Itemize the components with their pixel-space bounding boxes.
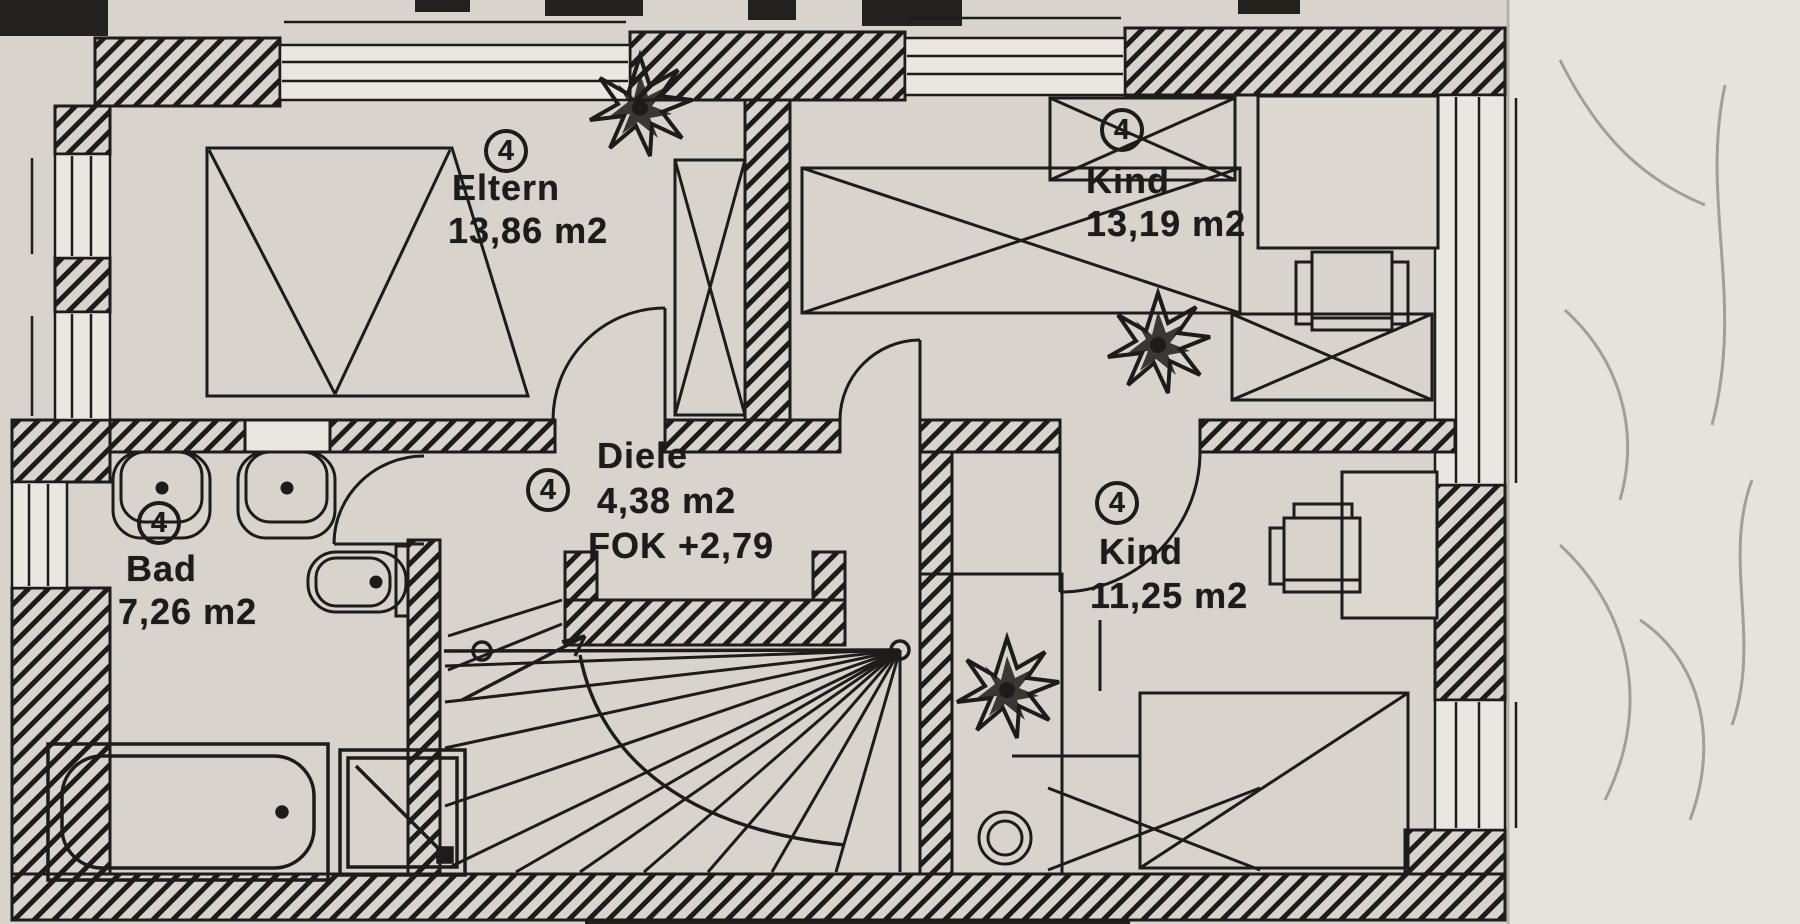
room-note-diele-fok: FOK +2,79 bbox=[588, 525, 775, 566]
room-name-eltern: Eltern bbox=[452, 167, 561, 208]
room-area-diele: 4,38 m2 bbox=[597, 480, 737, 521]
stair-treads bbox=[444, 598, 902, 874]
room-marker-kind-lower: 4 bbox=[1095, 481, 1139, 525]
room-name-diele: Diele bbox=[597, 435, 689, 476]
newel-post bbox=[471, 640, 493, 662]
bed-kind-lower bbox=[1012, 620, 1410, 870]
plant-icon bbox=[955, 636, 1061, 740]
round-fixture bbox=[977, 810, 1033, 866]
room-area-kind-upper: 13,19 m2 bbox=[1086, 203, 1247, 244]
cabinet-kind-upper bbox=[1048, 96, 1237, 182]
shower bbox=[338, 748, 467, 877]
door-kind-upper bbox=[838, 338, 922, 421]
room-marker-diele: 4 bbox=[526, 468, 570, 512]
room-area-bad: 7,26 m2 bbox=[118, 591, 258, 632]
window-eltern-top bbox=[278, 43, 632, 102]
room-marker-kind-upper: 4 bbox=[1100, 108, 1144, 152]
bed-eltern bbox=[205, 146, 531, 398]
bathtub bbox=[46, 742, 330, 882]
staircase bbox=[443, 550, 1064, 876]
window-kind-upper-top bbox=[903, 36, 1127, 97]
door-arcs bbox=[332, 306, 1202, 594]
room-area-kind-lower: 11,25 m2 bbox=[1090, 575, 1249, 616]
window-bad-left bbox=[10, 480, 69, 590]
pencil-sketches bbox=[1558, 59, 1754, 821]
room-name-kind-lower: Kind bbox=[1099, 531, 1183, 572]
door-eltern bbox=[551, 306, 667, 421]
stair-well-walls bbox=[563, 550, 847, 647]
plant-icon bbox=[1106, 291, 1212, 395]
window-eltern-left-2 bbox=[53, 310, 112, 422]
round-fixture bbox=[986, 819, 1024, 857]
chest-kind-upper bbox=[1230, 312, 1434, 402]
washbasin bbox=[236, 450, 337, 540]
interior-walls bbox=[108, 98, 1457, 876]
room-name-bad: Bad bbox=[126, 548, 198, 589]
desk-kind-lower bbox=[1340, 470, 1439, 620]
stair-handrail bbox=[443, 648, 899, 653]
desk-kind-upper bbox=[1256, 94, 1440, 250]
newel-post bbox=[889, 639, 911, 661]
paper-margin bbox=[1506, 0, 1800, 924]
door-bad bbox=[332, 454, 425, 546]
window-kind-lower-right bbox=[1433, 698, 1507, 832]
chest-kind-lower bbox=[1047, 786, 1261, 872]
window-eltern-left-1 bbox=[53, 152, 112, 260]
room-area-eltern: 13,86 m2 bbox=[448, 210, 609, 251]
stair-walk-line bbox=[578, 654, 846, 847]
window-sill-lines bbox=[30, 16, 1518, 828]
chair-kind-lower bbox=[1268, 502, 1362, 594]
outer-walls bbox=[10, 26, 1507, 922]
stair-direction-arrow bbox=[461, 634, 587, 702]
room-marker-eltern: 4 bbox=[484, 129, 528, 173]
chair-kind-upper bbox=[1294, 250, 1410, 332]
room-marker-bad: 4 bbox=[137, 501, 181, 545]
installation-shaft bbox=[950, 572, 1064, 876]
bed-kind-upper bbox=[800, 166, 1242, 315]
door-kind-lower bbox=[1058, 451, 1202, 594]
wardrobe-eltern bbox=[673, 158, 747, 417]
room-name-kind-upper: Kind bbox=[1086, 160, 1170, 201]
toilet bbox=[306, 544, 410, 618]
